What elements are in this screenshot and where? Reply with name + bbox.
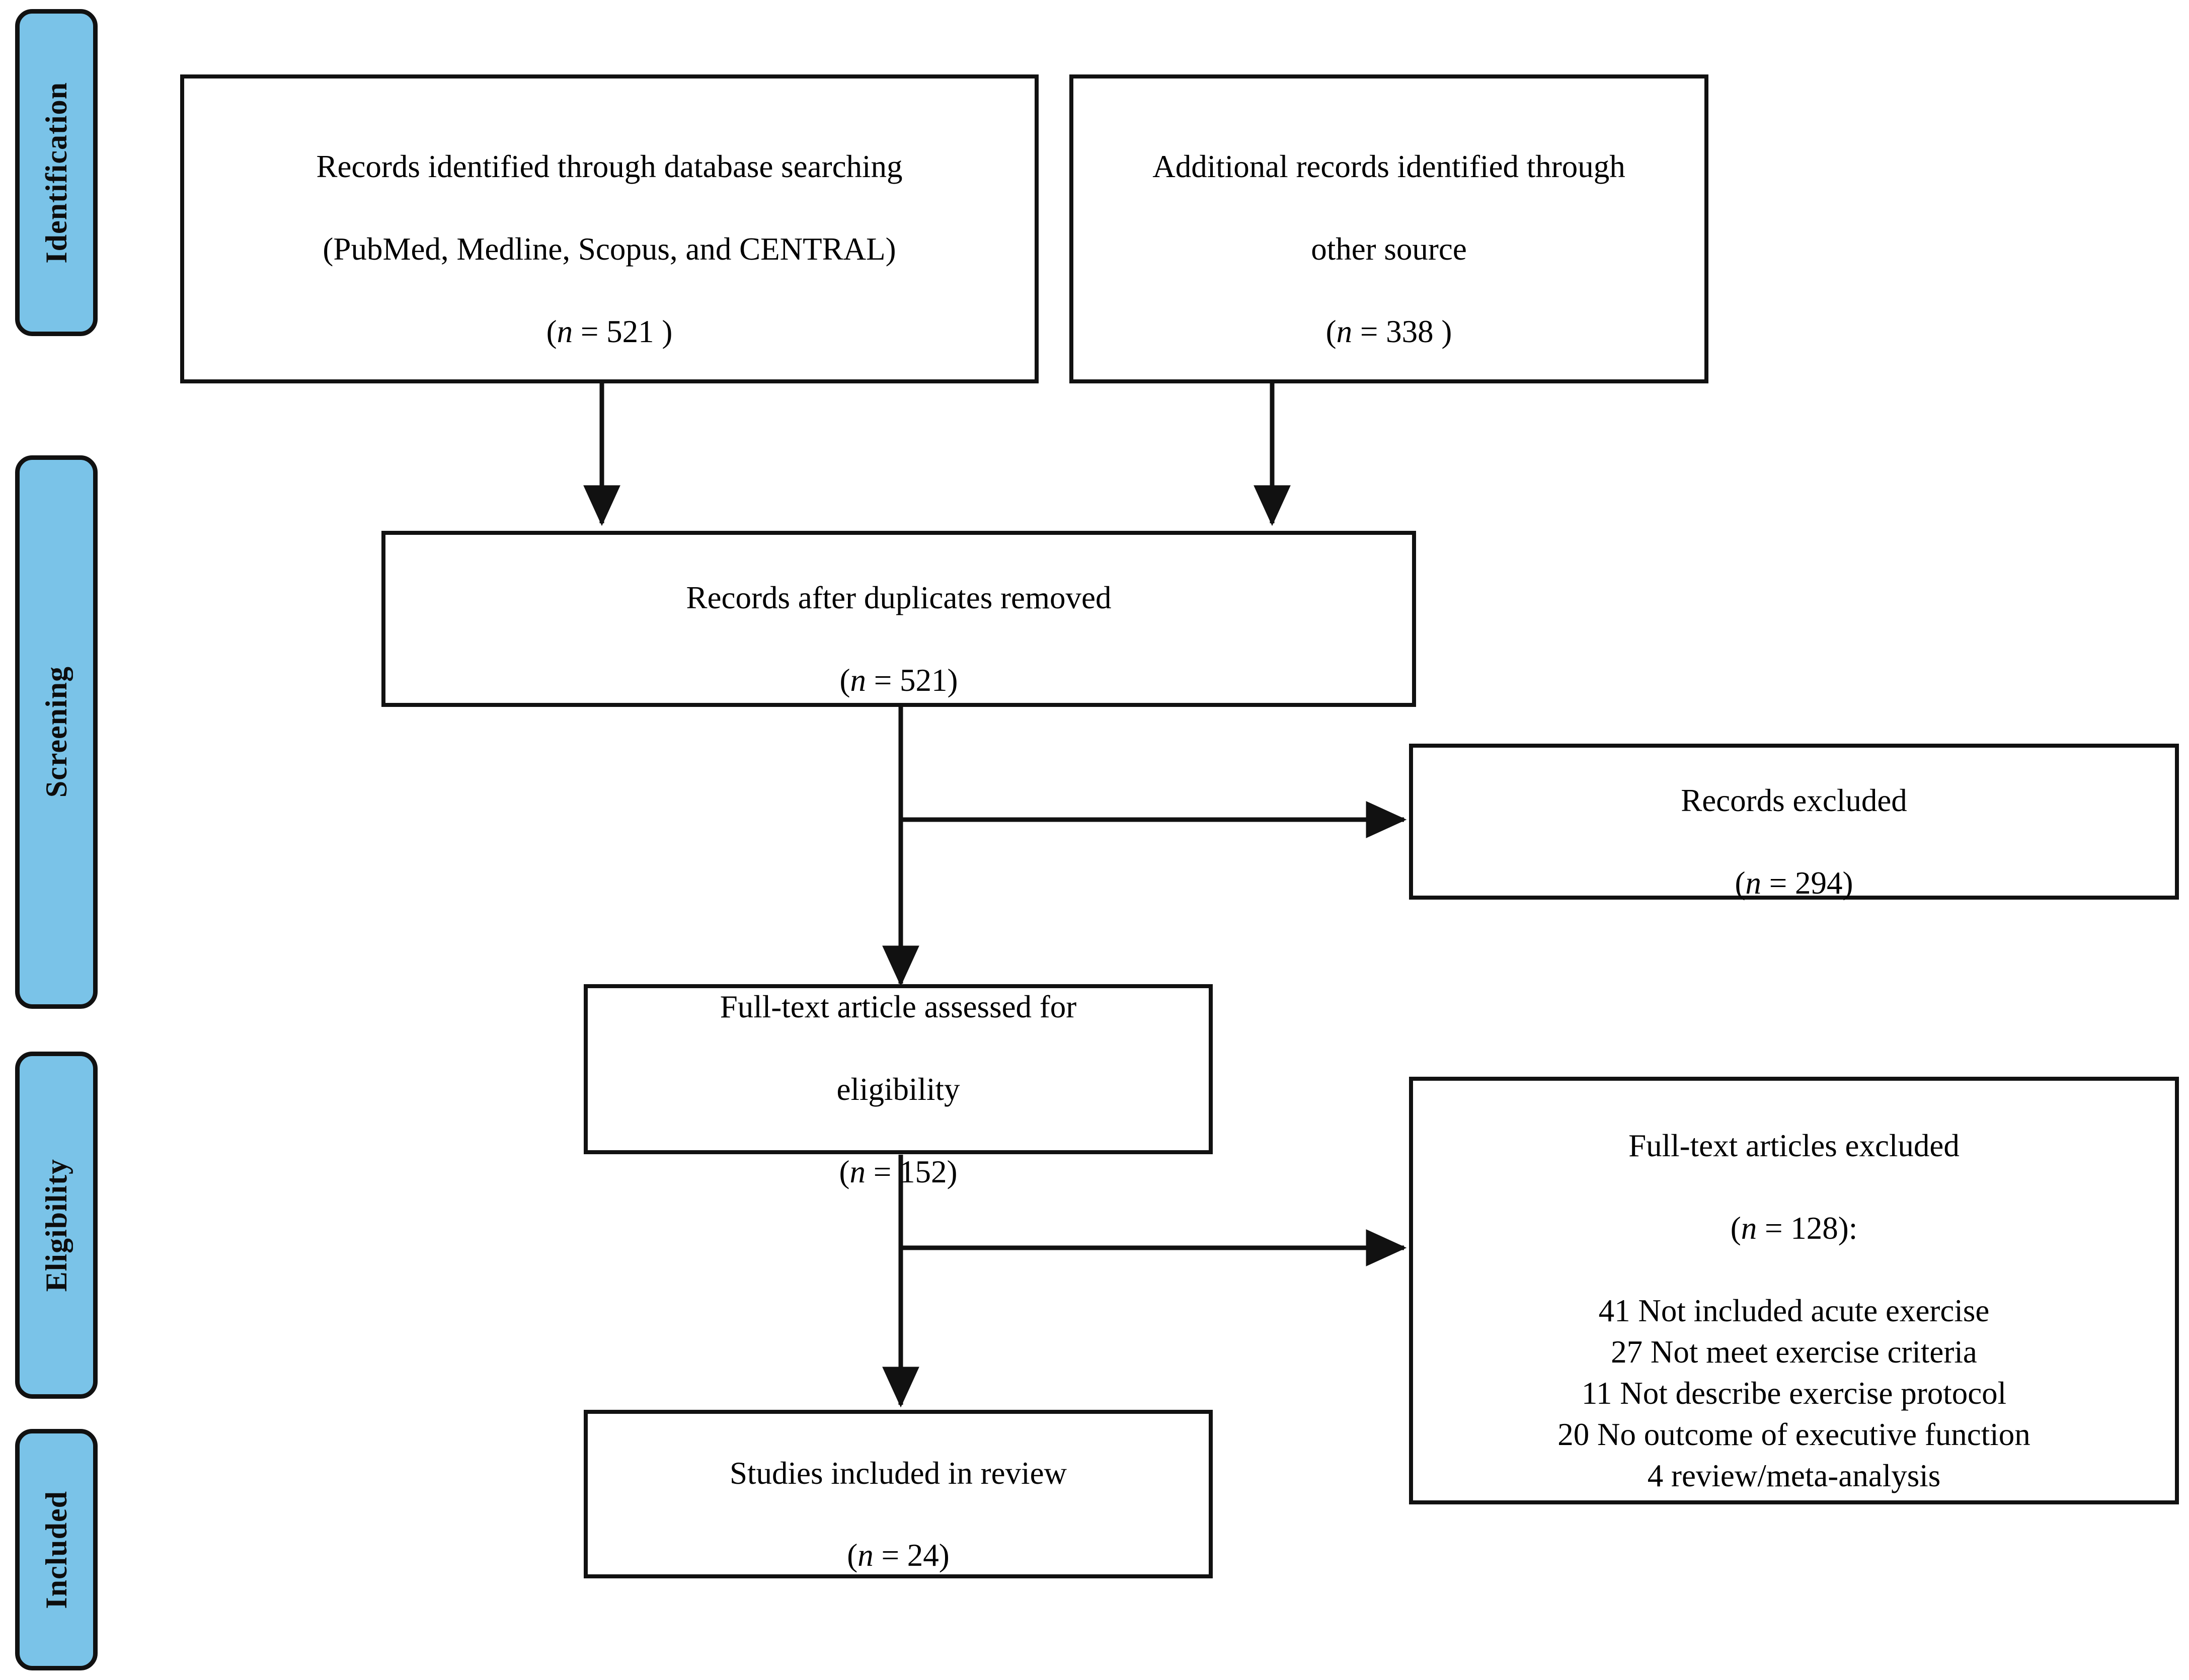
- box-additional-records-other-source-count-value: = 338 ): [1352, 313, 1452, 349]
- box-fulltext-articles-excluded-reasons: 41 Not included acute exercise 27 Not me…: [1557, 1293, 2030, 1493]
- box-additional-records-other-source: Additional records identified through ot…: [1069, 74, 1708, 383]
- box-records-identified-database: Records identified through database sear…: [180, 74, 1039, 383]
- box-additional-records-other-source-line1: Additional records identified through: [1152, 149, 1625, 185]
- box-records-excluded-count-value: = 294): [1761, 865, 1853, 901]
- box-records-identified-database-line1: Records identified through database sear…: [316, 149, 903, 185]
- box-additional-records-other-source-count-var: n: [1336, 313, 1353, 349]
- box-records-excluded-count-open: (: [1735, 865, 1746, 901]
- box-fulltext-assessed-eligibility-line1: Full-text article assessed for: [720, 989, 1077, 1025]
- box-studies-included-in-review-count-value: = 24): [873, 1538, 950, 1573]
- box-fulltext-articles-excluded-count-value: = 128):: [1757, 1211, 1858, 1246]
- box-fulltext-articles-excluded-text: Full-text articles excluded (n = 128): 4…: [1557, 1085, 2030, 1497]
- stage-tab-eligibility: Eligibility: [15, 1052, 98, 1399]
- stage-tab-eligibility-label: Eligibility: [40, 1158, 73, 1292]
- box-additional-records-other-source-count-open: (: [1325, 313, 1337, 349]
- box-studies-included-in-review-count-open: (: [847, 1538, 858, 1573]
- box-records-identified-database-count-open: (: [546, 313, 557, 349]
- stage-tab-included: Included: [15, 1429, 98, 1670]
- box-records-identified-database-count-var: n: [557, 313, 573, 349]
- box-fulltext-articles-excluded: Full-text articles excluded (n = 128): 4…: [1409, 1077, 2179, 1504]
- box-records-excluded-count-var: n: [1745, 865, 1761, 901]
- stage-tab-screening: Screening: [15, 455, 98, 1009]
- box-records-excluded-line1: Records excluded: [1681, 783, 1907, 819]
- box-records-excluded-text: Records excluded (n = 294): [1681, 739, 1907, 904]
- box-fulltext-assessed-eligibility-text: Full-text article assessed for eligibili…: [720, 945, 1077, 1192]
- box-fulltext-articles-excluded-line1: Full-text articles excluded: [1628, 1128, 1960, 1164]
- box-studies-included-in-review-line1: Studies included in review: [729, 1455, 1067, 1491]
- box-records-after-duplicates-removed-count-var: n: [850, 662, 866, 698]
- box-fulltext-articles-excluded-count-var: n: [1741, 1211, 1757, 1246]
- box-records-identified-database-count-value: = 521 ): [573, 313, 673, 349]
- box-fulltext-assessed-eligibility: Full-text article assessed for eligibili…: [584, 984, 1213, 1189]
- box-fulltext-assessed-eligibility-count-value: = 152): [865, 1154, 958, 1189]
- stage-tab-screening-label: Screening: [40, 666, 73, 798]
- box-records-after-duplicates-removed-line1: Records after duplicates removed: [686, 580, 1112, 616]
- box-records-identified-database-line2: (PubMed, Medline, Scopus, and CENTRAL): [323, 231, 896, 267]
- box-records-after-duplicates-removed-count-value: = 521): [866, 662, 958, 698]
- box-fulltext-articles-excluded-count-open: (: [1730, 1211, 1741, 1246]
- box-additional-records-other-source-line2: other source: [1311, 231, 1467, 267]
- box-records-after-duplicates-removed-text: Records after duplicates removed (n = 52…: [686, 536, 1112, 701]
- box-records-identified-database-text: Records identified through database sear…: [316, 105, 902, 352]
- stage-tab-identification-label: Identification: [40, 82, 73, 264]
- box-studies-included-in-review: Studies included in review (n = 24): [584, 1410, 1213, 1578]
- box-studies-included-in-review-text: Studies included in review (n = 24): [730, 1412, 1067, 1577]
- stage-tab-included-label: Included: [40, 1490, 73, 1609]
- box-fulltext-assessed-eligibility-line2: eligibility: [836, 1072, 960, 1107]
- box-additional-records-other-source-text: Additional records identified through ot…: [1152, 105, 1625, 352]
- box-records-after-duplicates-removed-count-open: (: [839, 662, 850, 698]
- box-records-excluded: Records excluded (n = 294): [1409, 744, 2179, 901]
- stage-tab-identification: Identification: [15, 9, 98, 336]
- box-studies-included-in-review-count-var: n: [857, 1538, 874, 1573]
- box-records-after-duplicates-removed: Records after duplicates removed (n = 52…: [381, 531, 1416, 707]
- box-fulltext-assessed-eligibility-count-var: n: [849, 1154, 866, 1189]
- box-fulltext-assessed-eligibility-count-open: (: [839, 1154, 850, 1189]
